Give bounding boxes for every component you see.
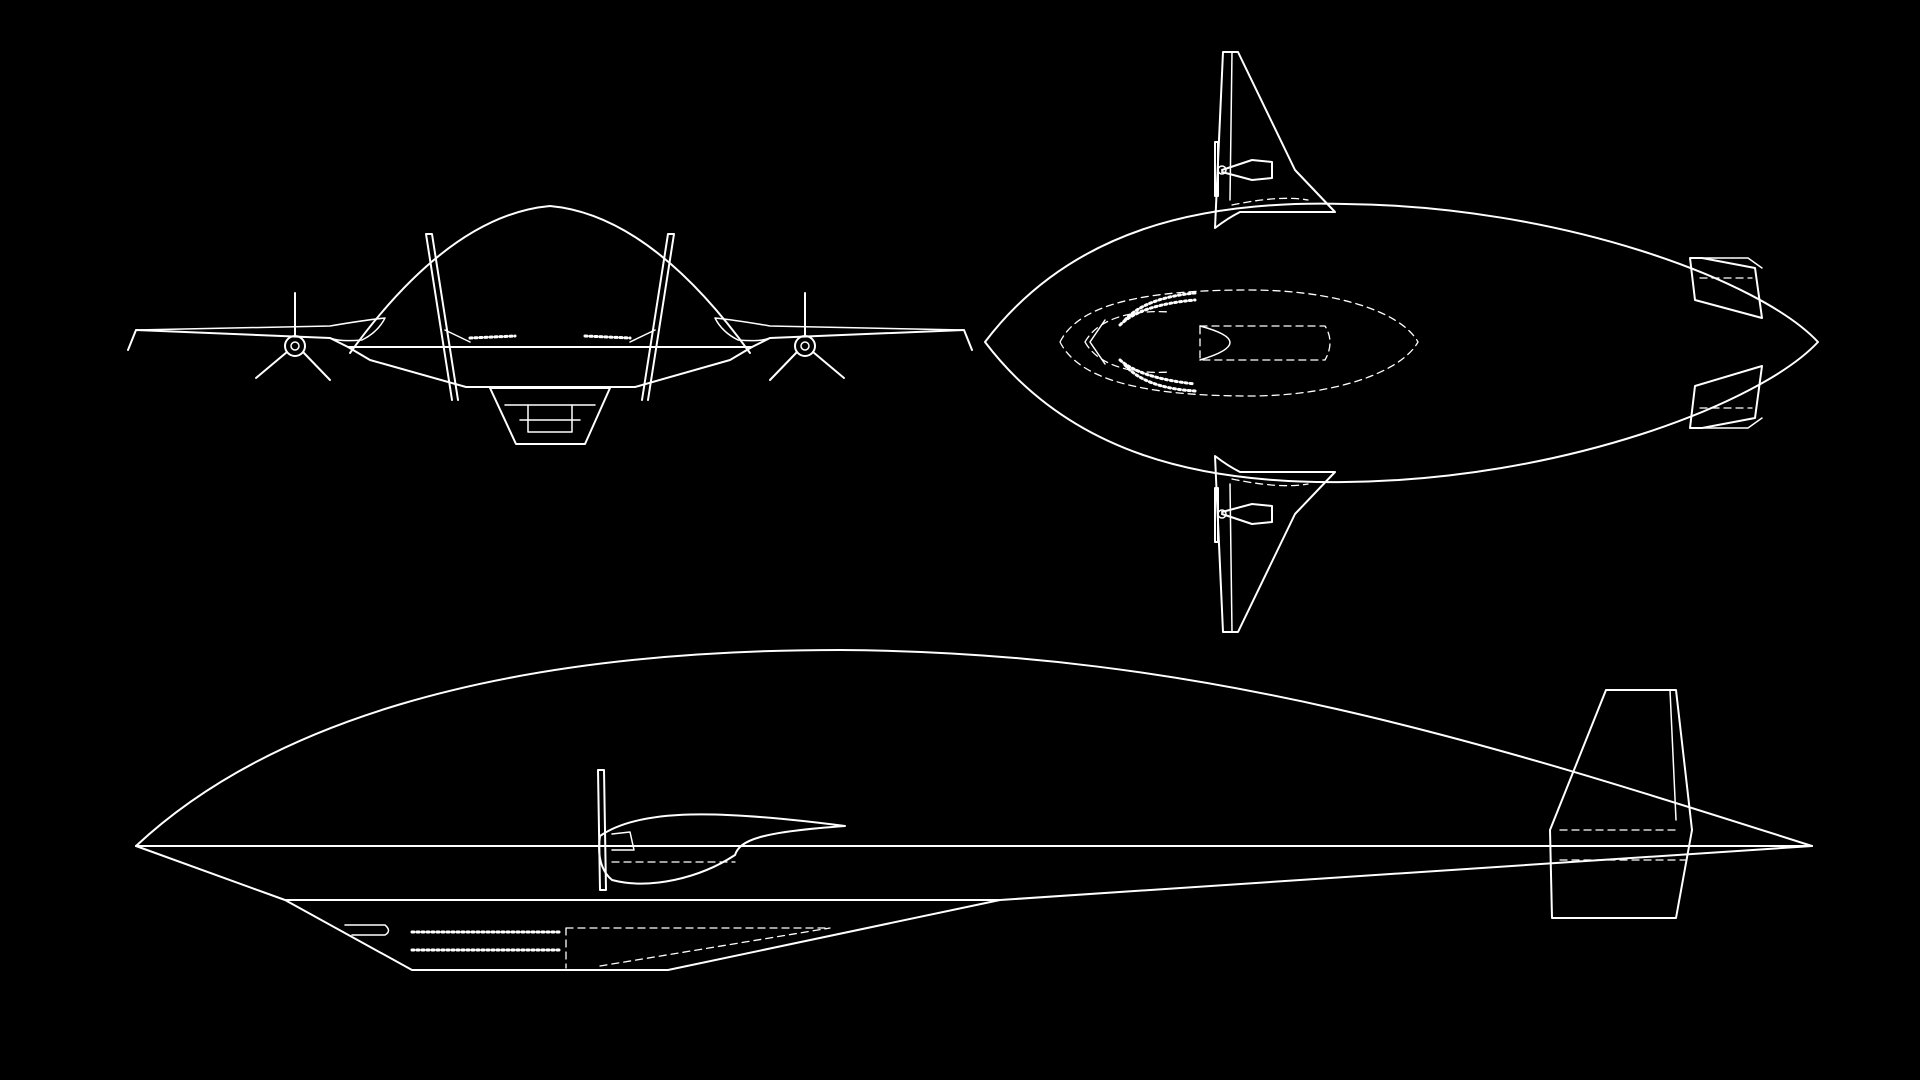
top-view-upper-wing — [1214, 51, 1336, 229]
side-view-belly-pod — [284, 899, 1001, 971]
top-view — [984, 51, 1819, 633]
side-view — [135, 649, 1813, 971]
front-view-right-wing — [751, 329, 973, 351]
top-view-hull — [984, 202, 1819, 484]
front-view-left-wing — [127, 329, 349, 351]
top-view-upper-tail — [1689, 257, 1763, 319]
top-view-lower-tail — [1689, 365, 1763, 429]
front-view-left-strut — [425, 233, 459, 401]
top-view-upper-engine — [1221, 159, 1273, 181]
front-view-body — [347, 346, 753, 388]
top-view-seats-lower — [1118, 358, 1197, 393]
front-view-right-propeller — [769, 292, 845, 381]
top-view-cabin-outline — [1059, 289, 1419, 397]
side-view-upper-hull — [135, 649, 1813, 847]
side-view-tail-fin — [1549, 689, 1693, 831]
front-view-keel-pod — [489, 387, 611, 445]
front-view-left-propeller — [255, 292, 331, 381]
front-view-right-strut — [641, 233, 675, 401]
front-view — [127, 205, 973, 445]
top-view-lower-wing — [1214, 455, 1336, 633]
side-view-engine-nacelle — [598, 813, 846, 885]
top-view-seats-upper — [1118, 291, 1197, 327]
side-view-lower-hull — [135, 845, 1813, 901]
side-view-propeller — [597, 769, 607, 891]
side-view-ventral-fin — [1549, 829, 1693, 919]
top-view-lower-engine — [1221, 503, 1273, 525]
front-view-canopy — [349, 205, 751, 354]
